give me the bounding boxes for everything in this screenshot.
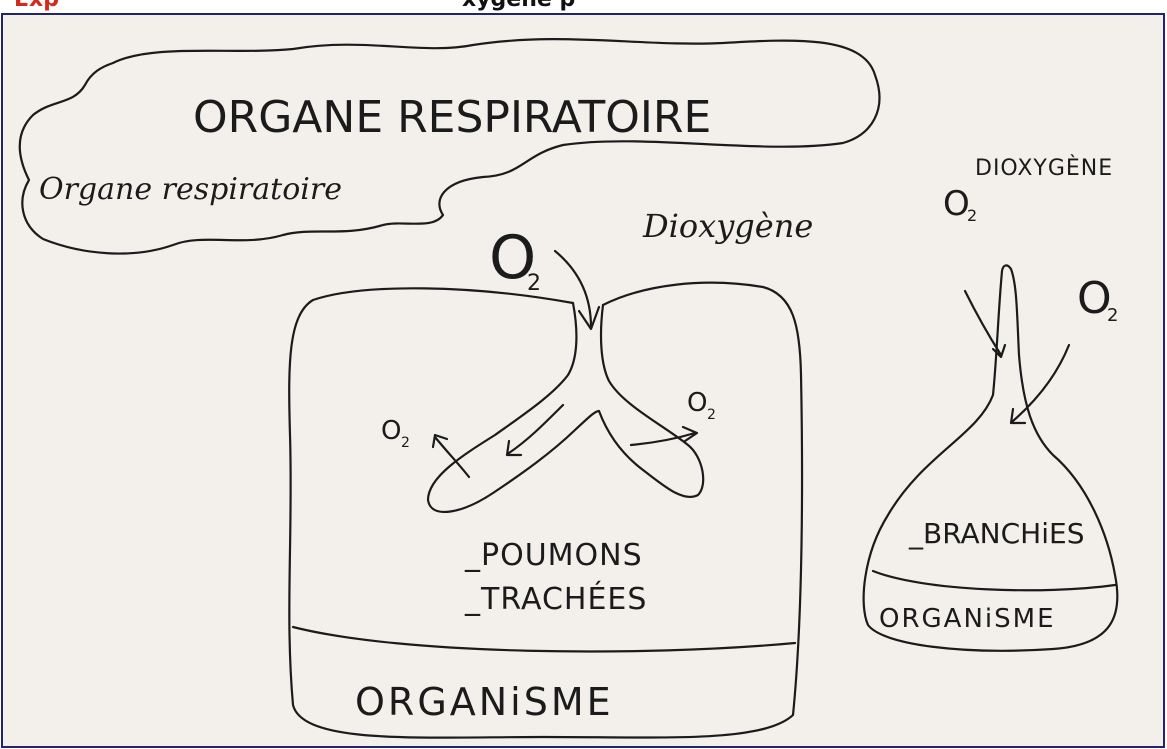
lungs-organisme-label: ORGANiSME <box>355 680 614 724</box>
gills-organisme-label: ORGANiSME <box>879 604 1056 634</box>
o2-top-label: O <box>943 184 970 224</box>
title-heading: ORGANE RESPIRATOIRE <box>193 92 711 143</box>
label-trachees: _TRACHÉES <box>464 581 647 617</box>
lungs-organisme-divider <box>293 627 795 651</box>
label-poumons: _POUMONS <box>464 538 643 573</box>
o2-left-subscript: 2 <box>401 435 410 451</box>
dioxygene-caps-label: DIOXYGÈNE <box>975 155 1113 181</box>
o2-left-label: O <box>381 416 401 446</box>
drawing-frame: ORGANE RESPIRATOIRE Organe respiratoire … <box>1 13 1165 748</box>
dioxygene-script-label: Dioxygène <box>642 207 813 245</box>
hand-drawn-diagram: ORGANE RESPIRATOIRE Organe respiratoire … <box>3 15 1165 748</box>
top-banner: Exp xygène p <box>0 0 1167 14</box>
banner-left-text: Exp <box>14 0 59 12</box>
o2-side-subscript: 2 <box>1107 305 1118 326</box>
o2-right-subscript: 2 <box>707 407 716 423</box>
banner-right-text: xygène p <box>462 0 575 12</box>
title-script-subtitle: Organe respiratoire <box>39 172 342 207</box>
label-branchies: _BRANCHiES <box>908 517 1084 550</box>
o2-right-outward-arrow <box>631 427 697 445</box>
o2-right-label: O <box>687 388 707 418</box>
gills-organisme-divider <box>873 571 1115 590</box>
lungs-body-outline <box>289 283 802 738</box>
o2-top-subscript: 2 <box>967 206 977 225</box>
trachea-left-outline <box>428 303 599 512</box>
o2-main-arrow <box>555 251 591 327</box>
o2-main-subscript: 2 <box>527 271 541 296</box>
